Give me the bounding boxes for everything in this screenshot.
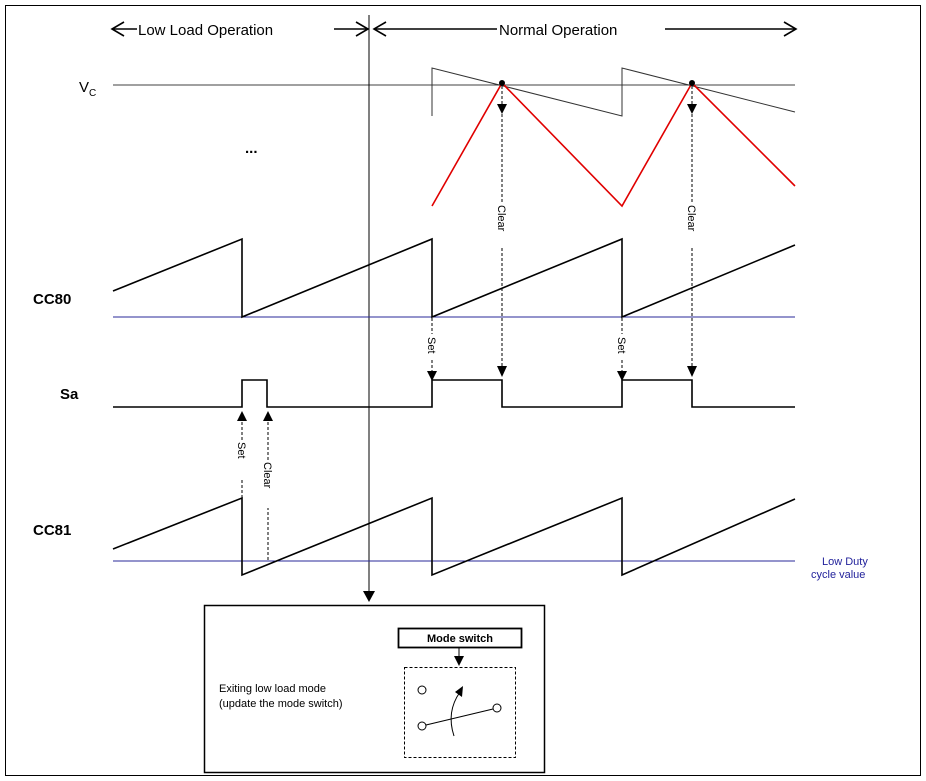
low-load-label: Low Load Operation [138, 22, 273, 39]
cc80-label: CC80 [33, 291, 71, 308]
inset-text-line1: Exiting low load mode [219, 683, 326, 695]
set-arrow-low: Set [235, 411, 247, 498]
switch-contact-top [417, 685, 427, 695]
intersection-dot-1 [499, 80, 505, 86]
inset-text-line2: (update the mode switch) [219, 698, 343, 710]
normal-label: Normal Operation [499, 22, 617, 39]
vc-sawtooth [431, 67, 796, 117]
clear-label-2: Clear [685, 205, 697, 232]
low-duty-label-line2: cycle value [811, 569, 865, 581]
red-triangle-wave [431, 81, 796, 208]
set-label-low: Set [235, 442, 247, 459]
switch-rotate-arrowhead [455, 686, 463, 697]
mode-switch-arrowhead [454, 656, 464, 666]
clear-label-1: Clear [495, 205, 507, 232]
outer-frame [5, 5, 921, 776]
switch-rotate-arc [450, 691, 461, 737]
mode-switch-title: Mode switch [427, 633, 493, 645]
clear-label-low: Clear [261, 462, 273, 489]
cc81-waveform [112, 496, 796, 577]
low-duty-label-line1: Low Duty [822, 556, 868, 568]
clear-arrow-1: Clear [495, 86, 507, 377]
set-label-2: Set [615, 337, 627, 354]
switch-lever [425, 708, 494, 726]
clear-arrow-low: Clear [261, 411, 273, 560]
vc-label: VC [79, 79, 96, 99]
switch-contact-bottom [417, 721, 427, 731]
divider-arrowhead [363, 591, 375, 602]
clear-arrow-2: Clear [685, 86, 697, 377]
cc80-waveform [112, 237, 796, 319]
switch-pivot [492, 703, 502, 713]
switch-dashed-box [404, 667, 516, 758]
header-low-load: Low Load Operation [110, 21, 370, 39]
ellipsis: ... [245, 140, 258, 157]
set-arrow-1: Set [425, 318, 437, 381]
intersection-dot-2 [689, 80, 695, 86]
set-arrow-2: Set [615, 318, 627, 381]
set-label-1: Set [425, 337, 437, 354]
cc81-label: CC81 [33, 522, 71, 539]
sa-waveform [113, 379, 795, 408]
sa-label: Sa [60, 386, 79, 403]
mode-switch-title-box [397, 627, 523, 649]
header-normal: Normal Operation [372, 21, 798, 39]
